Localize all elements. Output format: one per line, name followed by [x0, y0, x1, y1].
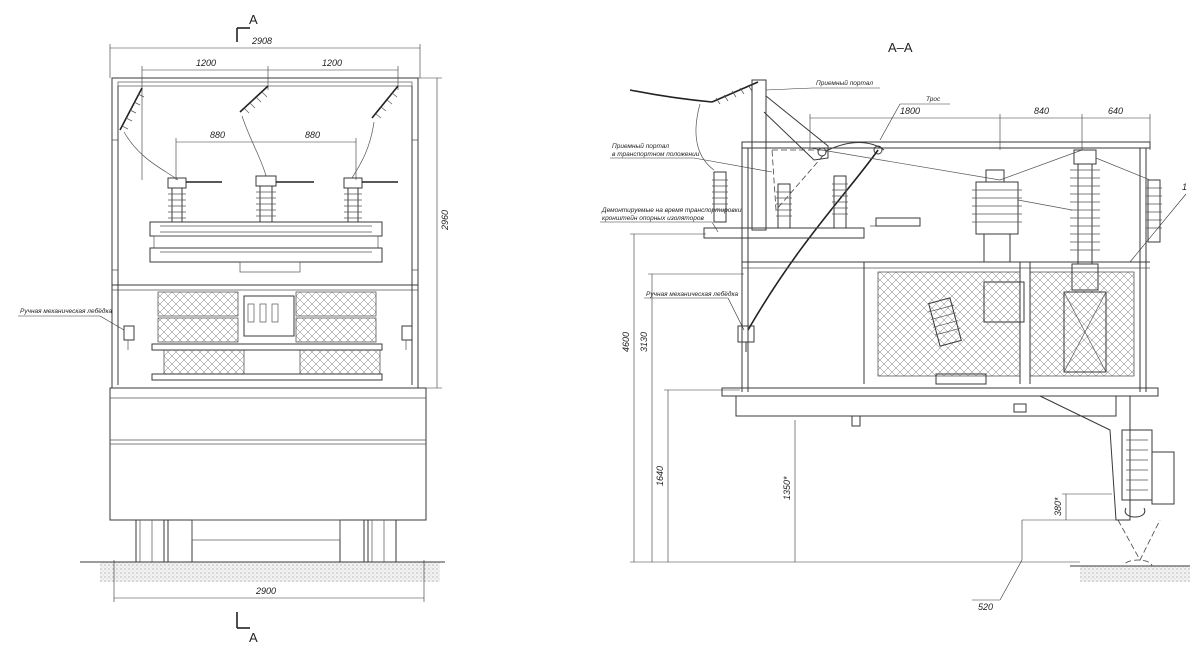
dim-height-right: 2960 [415, 77, 450, 389]
dim-side-top: 1800 840 640 [809, 106, 1151, 150]
side-view: A–A 1800 840 640 Приемный портал Трос Пр… [600, 40, 1190, 612]
label-receiving-portal: Приемный портал [816, 79, 873, 87]
dim-overall-bottom: 2900 [113, 560, 425, 602]
dim-2960: 2960 [440, 210, 450, 231]
dim-1800: 1800 [900, 106, 920, 116]
dim-side-verticals: 4600 3130 1640 1350* 380* 520 [621, 233, 1130, 612]
label-portal-transport-group: Приемный портал в транспортном положении [610, 142, 773, 173]
side-overhead-line [629, 81, 759, 171]
dim-1350: 1350* [782, 476, 792, 500]
side-bushing-far-right: 1 [1017, 157, 1187, 263]
side-winch [737, 325, 755, 352]
dim-2908: 2908 [251, 36, 272, 46]
dim-880-right: 880 [305, 130, 320, 140]
dim-380: 380* [1053, 497, 1063, 516]
front-winch-label: Ручная механическая лебёдка [18, 307, 125, 331]
side-bushing-left [972, 169, 1022, 263]
front-ground [100, 562, 440, 582]
dim-1200-left: 1200 [196, 58, 216, 68]
side-equipment-compartment [863, 262, 1135, 385]
dim-spans: 1200 1200 880 880 [141, 58, 399, 180]
dim-840: 840 [1034, 106, 1049, 116]
section-mark-bottom: A [236, 612, 258, 645]
section-letter-bottom: A [249, 630, 258, 645]
label-portal-transport-2: в транспортном положении [612, 151, 700, 158]
side-main-frame [741, 141, 1151, 392]
dim-1200-right: 1200 [322, 58, 342, 68]
dim-2900: 2900 [255, 586, 276, 596]
label-receiving-portal-group: Приемный портал [765, 79, 880, 91]
label-dismantle-1: Демонтируемые на время транспортировки [601, 207, 742, 214]
label-winch-side: Ручная механическая лебёдка [646, 290, 739, 298]
dim-3130: 3130 [639, 332, 649, 352]
front-trailer [109, 387, 427, 563]
section-title: A–A [888, 40, 913, 55]
side-bushing-right [1070, 149, 1100, 291]
label-dismantle-group: Демонтируемые на время транспортировки к… [600, 207, 742, 233]
front-disconnector-poles [149, 175, 398, 273]
dim-640: 640 [1108, 106, 1123, 116]
dim-4600: 4600 [621, 332, 631, 352]
dim-overall-top: 2908 [109, 36, 421, 78]
label-winch-side-group: Ручная механическая лебёдка [644, 290, 745, 331]
front-view: A 2908 1200 1200 880 880 [18, 12, 450, 645]
section-mark-top: A [236, 12, 258, 42]
front-suspension-insulators [119, 85, 399, 181]
label-cable-group: Трос [879, 96, 950, 141]
side-ground [1080, 566, 1190, 582]
dim-1640: 1640 [655, 466, 665, 486]
dim-520: 520 [978, 602, 993, 612]
callout-1: 1 [1182, 182, 1187, 192]
front-lower-equipment [123, 291, 413, 381]
label-cable: Трос [926, 96, 941, 103]
label-dismantle-2: кронштейн опорных изоляторов [602, 214, 704, 222]
label-winch-front: Ручная механическая лебёдка [20, 307, 113, 315]
label-portal-transport-1: Приемный портал [612, 142, 669, 150]
section-letter-top: A [249, 12, 258, 27]
dim-880-left: 880 [210, 130, 225, 140]
side-support-insulators [703, 171, 921, 239]
